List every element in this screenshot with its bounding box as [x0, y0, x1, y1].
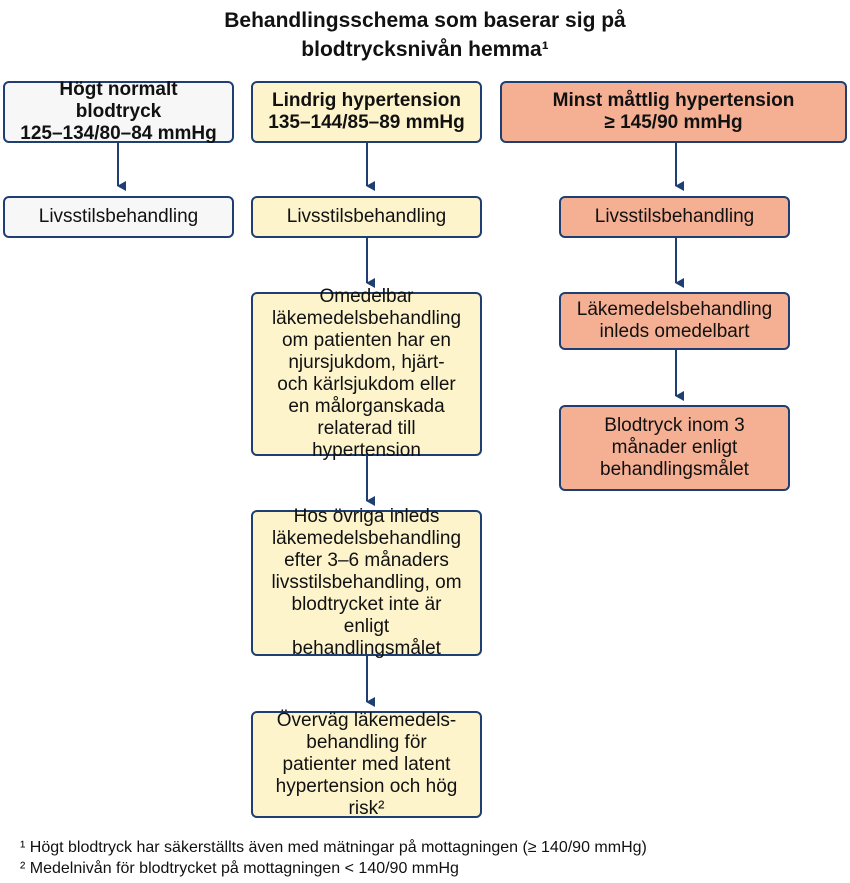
col2-step-ovriga: Hos övriga inleds läkemedelsbehandling e… [251, 506, 482, 659]
header-lindrig: Lindrig hypertension 135–144/85–89 mmHg [251, 81, 482, 143]
col1-step-livsstil: Livsstilsbehandling [3, 196, 234, 238]
header-minst-mattlig: Minst måttlig hypertension ≥ 145/90 mmHg [500, 81, 847, 143]
col2-step-overvag: Överväg läkemedels- behandling för patie… [251, 710, 482, 819]
col3-step-lakemedel: Läkemedelsbehandling inleds omedelbart [559, 292, 790, 350]
title-line-2: blodtrycksnivån hemma¹ [301, 38, 549, 61]
header-hogt-normalt: Högt normalt blodtryck 125–134/80–84 mmH… [3, 79, 234, 144]
col2-step-omedelbar: Omedelbar läkemedelsbehandling om patien… [251, 286, 482, 461]
col3-step-livsstil: Livsstilsbehandling [559, 196, 790, 238]
title-line-1: Behandlingsschema som baserar sig på [224, 9, 626, 32]
col2-step-livsstil: Livsstilsbehandling [251, 196, 482, 238]
footnote-1: ¹ Högt blodtryck har säkerställts även m… [20, 839, 647, 856]
col3-step-blodtryck: Blodtryck inom 3 månader enligt behandli… [559, 405, 790, 491]
diagram-title: Behandlingsschema som baserar sig på blo… [0, 6, 850, 64]
footnote-2: ² Medelnivån för blodtrycket på mottagni… [20, 860, 459, 877]
